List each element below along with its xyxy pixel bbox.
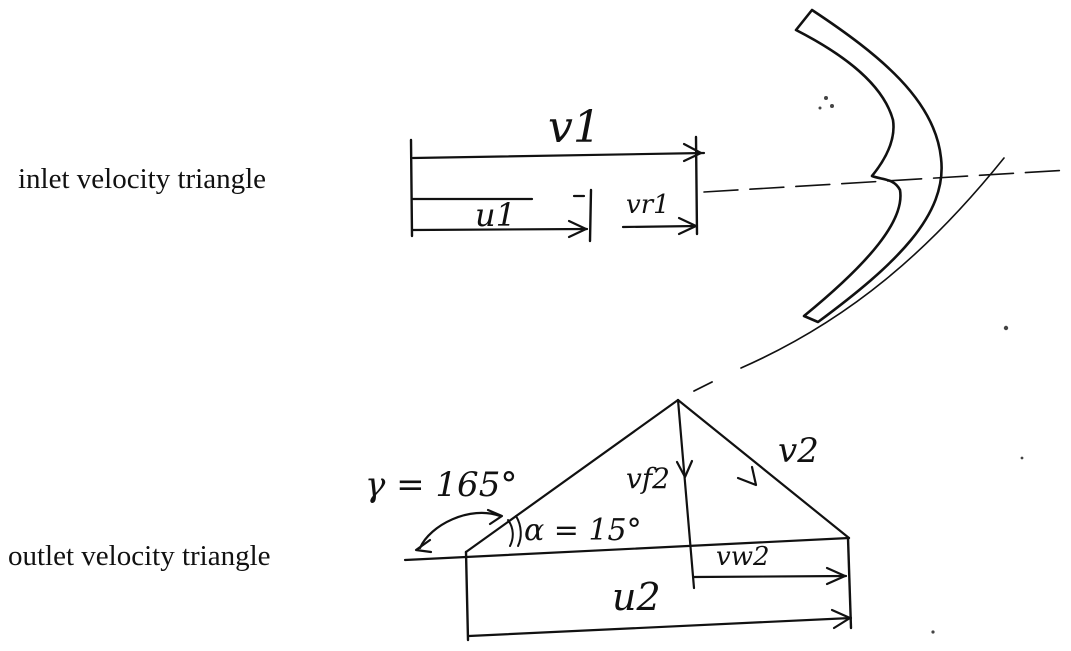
u2-arrowhead	[830, 608, 852, 630]
outlet-caption: outlet velocity triangle	[8, 540, 271, 572]
alpha-label: α = 15°	[524, 513, 642, 548]
u2-arrow-line	[467, 616, 853, 638]
vw2-arrowhead	[825, 566, 847, 586]
relative-velocity-line	[464, 398, 680, 554]
vf2-line	[676, 398, 696, 590]
gamma-label: γ = 165°	[365, 465, 517, 505]
speck	[1003, 325, 1009, 331]
scan-specks	[818, 96, 1024, 634]
blade-sketch	[693, 8, 1069, 392]
v1-label: v1	[548, 102, 601, 153]
outlet-left-boundary	[464, 550, 470, 642]
u1-arrowhead	[567, 219, 588, 239]
outlet-triangle: γ = 165° α = 15° vf2 v2 vw2 u2	[365, 398, 853, 642]
vf2-arrowhead	[675, 459, 694, 479]
speck	[824, 96, 828, 100]
speck	[830, 104, 834, 108]
v2-label: v2	[778, 431, 819, 471]
u1-arrow-line	[411, 227, 589, 232]
speck	[1020, 456, 1024, 460]
v2-arrowhead	[736, 465, 758, 487]
vr1-arrowhead	[677, 216, 698, 236]
outlet-right-boundary	[846, 536, 853, 630]
inlet-triangle: v1 u1 vr1	[409, 102, 706, 243]
vw2-arrow-line	[692, 574, 848, 579]
alpha-mark-1	[507, 519, 514, 547]
blade-outline	[794, 8, 943, 324]
gamma-arc	[418, 511, 502, 550]
blade-tangent-line	[740, 157, 1005, 369]
v1-arrowhead	[682, 142, 703, 163]
alpha-mark-2	[515, 515, 522, 547]
inlet-left-boundary	[409, 138, 414, 238]
speck	[818, 106, 822, 110]
u1-label: u1	[475, 196, 516, 234]
vr1-arrow-line	[621, 224, 699, 229]
v1-arrow-line	[411, 151, 706, 160]
centerline	[703, 169, 1069, 193]
gamma-arc-arrowhead-right	[486, 508, 504, 526]
vr1-label: vr1	[626, 190, 670, 220]
u2-label: u2	[612, 575, 661, 619]
vf2-label: vf2	[626, 462, 670, 495]
speck	[931, 630, 935, 634]
gamma-arc-arrowhead-left	[414, 538, 433, 554]
outlet-base-line	[403, 536, 851, 562]
blade-tangent-dash	[693, 381, 713, 392]
vw2-label: vw2	[716, 542, 770, 572]
inlet-caption: inlet velocity triangle	[18, 163, 267, 195]
v2-line	[676, 398, 851, 540]
u1-end-tick	[588, 188, 593, 243]
